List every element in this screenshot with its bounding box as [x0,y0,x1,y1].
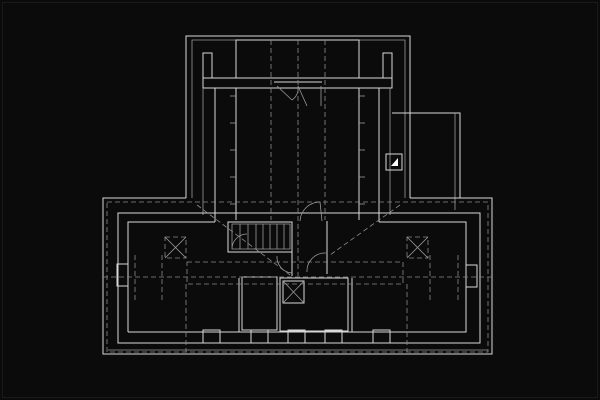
interior-walls [238,201,353,332]
level-marker-icon [391,158,398,166]
double-door [274,81,322,107]
dashed-guides [103,40,492,352]
staircase [227,221,293,253]
wall-ticks [230,95,365,205]
skylights [164,236,429,259]
windows [116,263,478,344]
upper-tower [185,35,411,222]
right-annex [385,112,461,210]
